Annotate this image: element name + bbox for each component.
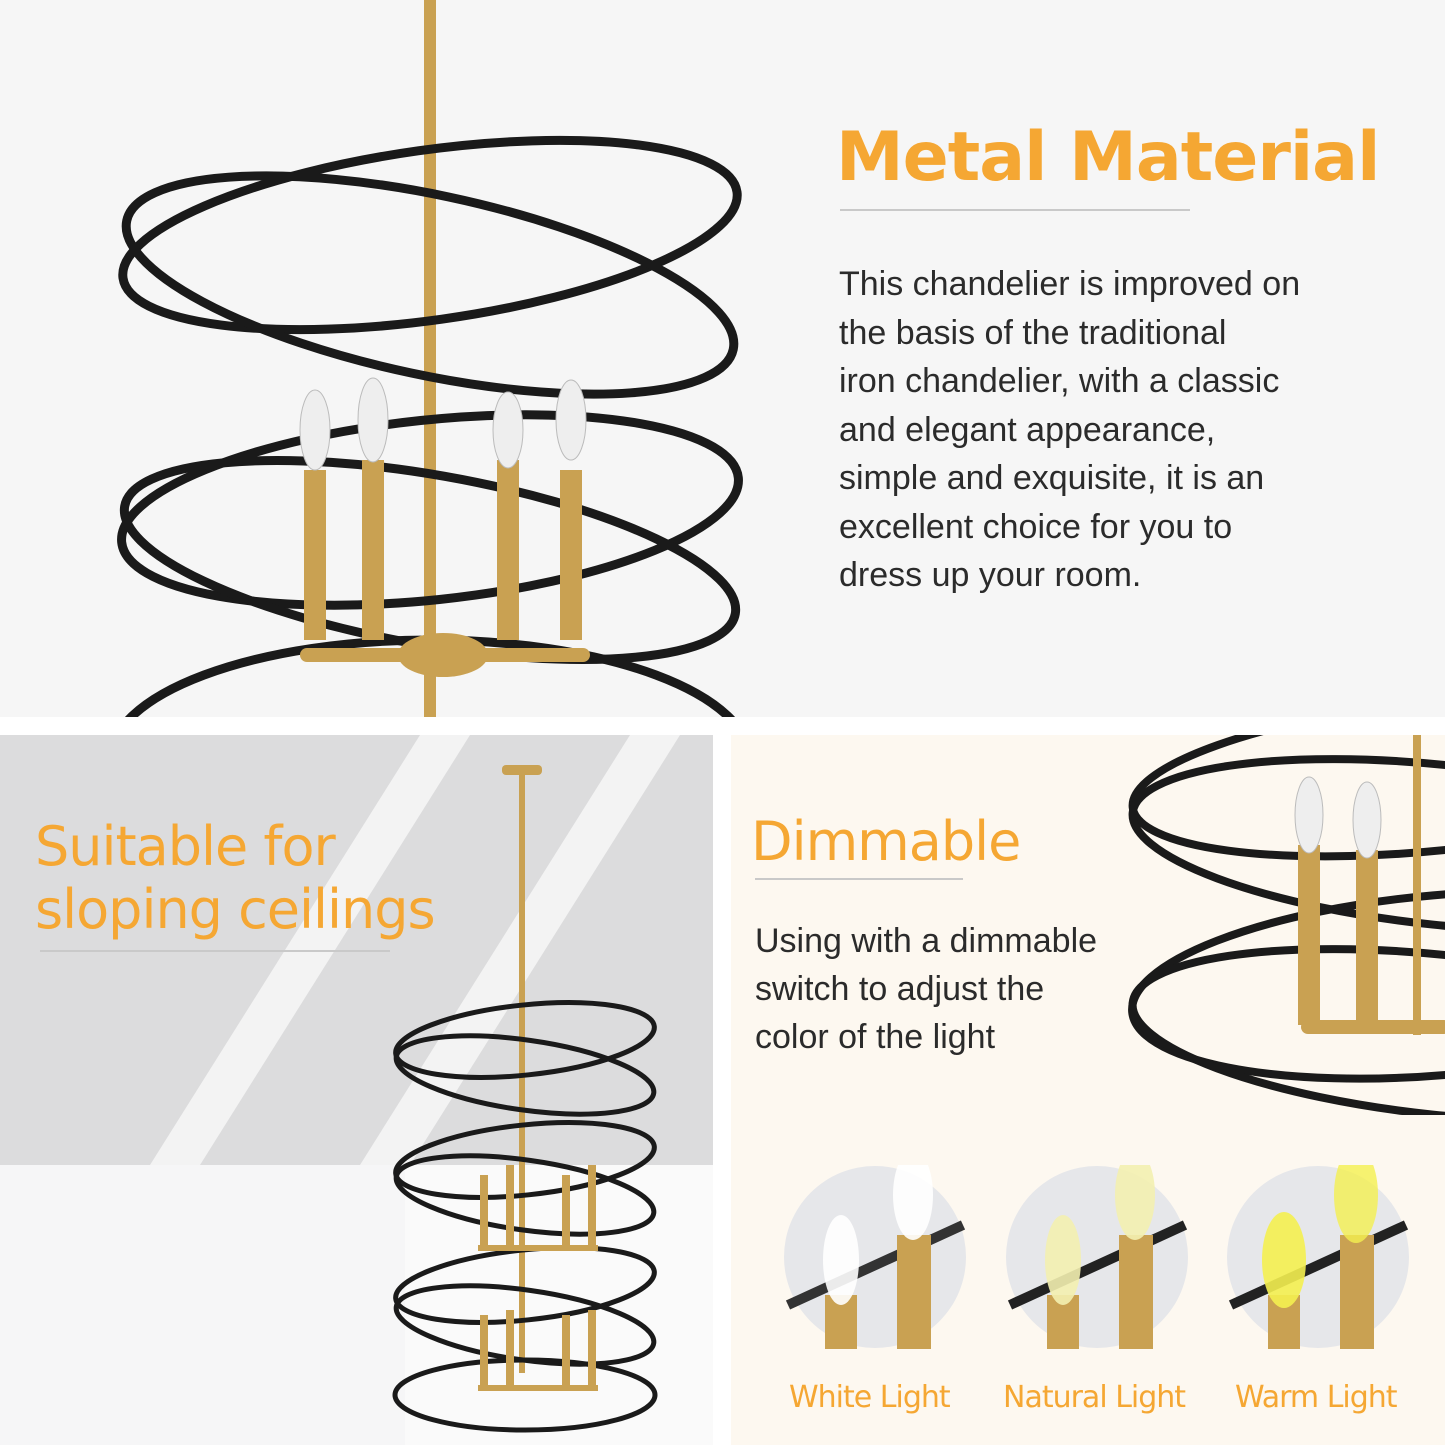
warm-light-bulb-image bbox=[1227, 1165, 1409, 1349]
warm-light-label: Warm Light bbox=[1235, 1380, 1398, 1415]
sloping-title-line2: sloping ceilings bbox=[35, 878, 436, 941]
chandelier-partial-image bbox=[1128, 735, 1445, 1115]
sloping-title-line1: Suitable for bbox=[35, 815, 336, 878]
natural-light-label: Natural Light bbox=[1003, 1380, 1186, 1415]
white-light-bulb-image bbox=[784, 1165, 966, 1349]
dimmable-title: Dimmable bbox=[751, 810, 1021, 873]
full-chandelier-image bbox=[392, 765, 658, 1433]
chandelier-closeup-image bbox=[117, 0, 743, 717]
title-divider bbox=[840, 209, 1190, 211]
natural-light-bulb-image bbox=[1006, 1165, 1188, 1349]
dimmable-panel: Dimmable Using with a dimmable switch to… bbox=[731, 735, 1445, 1445]
white-light-label: White Light bbox=[789, 1380, 951, 1415]
metal-material-panel: Metal Material This chandelier is improv… bbox=[0, 0, 1445, 717]
sloping-ceiling-panel: Suitable for sloping ceilings bbox=[0, 735, 713, 1445]
metal-material-title: Metal Material bbox=[836, 118, 1380, 197]
metal-material-description: This chandelier is improved on the basis… bbox=[839, 265, 1301, 594]
title-divider bbox=[40, 950, 390, 952]
dimmable-description: Using with a dimmable switch to adjust t… bbox=[755, 922, 1098, 1056]
title-divider bbox=[755, 878, 963, 880]
